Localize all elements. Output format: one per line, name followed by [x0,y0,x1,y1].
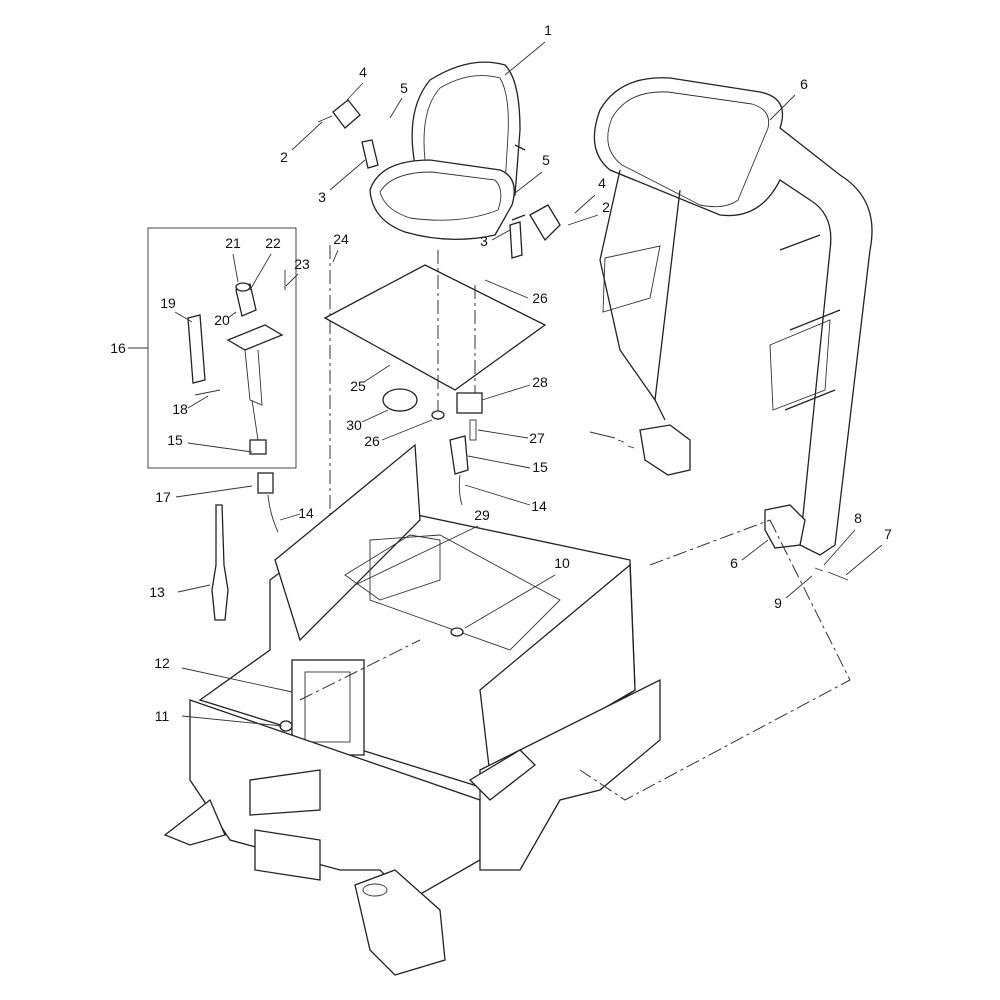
callout-label-19: 19 [160,295,176,311]
callout-leader [329,159,366,191]
cable [211,504,229,621]
callout-label-13: 13 [149,584,165,600]
callout-label-16: 16 [110,340,126,356]
callout-label-2: 2 [602,199,610,215]
callout-label-6: 6 [730,555,738,571]
callout-label-4: 4 [359,64,367,80]
callout-label-26: 26 [532,290,548,306]
callout-leader [514,171,543,194]
callout-leader [567,214,599,226]
connector [257,472,274,494]
callout-leader [361,409,389,423]
callout-label-15: 15 [167,432,183,448]
callout-label-15: 15 [532,459,548,475]
callout-leader [504,41,546,76]
callout-leader [285,273,299,287]
callout-label-26: 26 [364,433,380,449]
callout-label-5: 5 [400,80,408,96]
callout-label-14: 14 [531,498,547,514]
callout-leader [484,279,529,299]
callout-leader [574,194,596,214]
callout-leader [481,384,531,401]
callout-label-3: 3 [318,189,326,205]
callout-leader [741,539,769,561]
callout-label-30: 30 [346,417,362,433]
callout-leader [177,584,211,593]
callout-leader [346,82,364,101]
callout-leader [491,229,511,241]
callout-leader [174,311,193,323]
main-frame [163,443,851,976]
callout-label-2: 2 [280,149,288,165]
callout-leader [823,529,856,566]
callout-leader [785,575,813,599]
callout-label-29: 29 [474,507,490,523]
callout-leader [381,419,433,441]
callout-label-20: 20 [214,312,230,328]
callout-label-7: 7 [884,526,892,542]
callout-label-9: 9 [774,595,782,611]
callout-label-22: 22 [265,235,281,251]
callout-label-10: 10 [554,555,570,571]
callout-label-25: 25 [350,378,366,394]
callout-label-4: 4 [598,175,606,191]
callout-label-14: 14 [298,505,314,521]
callout-label-28: 28 [532,374,548,390]
harness [267,494,279,533]
callout-leader [187,395,209,409]
callout-label-21: 21 [225,235,241,251]
callout-label-6: 6 [800,76,808,92]
callout-label-17: 17 [155,489,171,505]
callout-leader [291,121,323,151]
callout-leader [249,253,272,291]
callout-leader [232,253,239,283]
callout-leader [187,442,253,453]
joystick-assembly [187,270,286,455]
callout-label-27: 27 [529,430,545,446]
callout-leader [769,94,796,121]
callout-label-18: 18 [172,401,188,417]
callout-leader [175,485,253,498]
callout-label-5: 5 [542,152,550,168]
callout-leader [227,311,237,319]
callout-label-1: 1 [544,22,552,38]
callout-leader [464,484,531,506]
horn [382,388,418,412]
seat [317,61,561,259]
floor-plate [323,264,547,391]
callout-leader [181,715,283,727]
callout-leader [467,455,531,469]
callout-label-12: 12 [154,655,170,671]
callout-label-3: 3 [480,233,488,249]
callout-leader [363,364,391,383]
callout-leader [389,97,403,119]
callout-label-11: 11 [155,708,170,724]
callout-label-24: 24 [333,231,349,247]
callout-leader [464,574,556,629]
callout-leader [332,249,339,263]
relay [456,392,483,414]
callout-leader [477,429,529,439]
callout-label-23: 23 [294,256,310,272]
callout-leader [845,544,883,576]
callout-leader [354,525,479,586]
callout-leader [279,513,301,521]
rops-frame [589,77,873,581]
callout-leader [181,667,293,693]
callout-label-8: 8 [854,510,862,526]
